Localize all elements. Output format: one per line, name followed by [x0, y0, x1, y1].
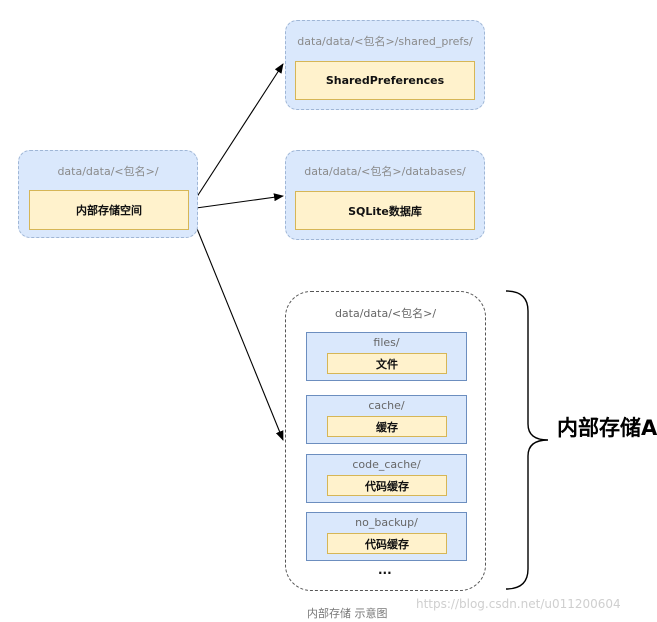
- files-node: 文件: [327, 353, 447, 374]
- cache-folder: cache/ 缓存: [306, 395, 467, 444]
- cache-node: 缓存: [327, 416, 447, 437]
- databases-group: data/data/<包名>/databases/ SQLite数据库: [285, 150, 485, 240]
- internal-storage-brace-label: 内部存储A: [557, 416, 657, 440]
- shared-prefs-group: data/data/<包名>/shared_prefs/ SharedPrefe…: [285, 20, 485, 110]
- shared-preferences-node: SharedPreferences: [295, 61, 475, 100]
- curly-brace: [505, 290, 549, 590]
- code-cache-folder: code_cache/ 代码缓存: [306, 454, 467, 503]
- databases-path-label: data/data/<包名>/databases/: [304, 165, 466, 178]
- root-path-label: data/data/<包名>/: [57, 165, 159, 178]
- no-backup-folder: no_backup/ 代码缓存: [306, 512, 467, 561]
- shared-prefs-path-label: data/data/<包名>/shared_prefs/: [297, 35, 473, 48]
- arrow-to-databases: [188, 193, 284, 210]
- code-cache-folder-label: code_cache/: [352, 458, 421, 471]
- arrow-to-shared-prefs: [188, 63, 284, 210]
- files-folder: files/ 文件: [306, 332, 467, 381]
- cache-folder-label: cache/: [368, 399, 405, 412]
- no-backup-node: 代码缓存: [327, 533, 447, 554]
- internal-storage-space-node: 内部存储空间: [29, 190, 189, 230]
- no-backup-folder-label: no_backup/: [355, 516, 418, 529]
- files-folder-label: files/: [373, 336, 400, 349]
- diagram-caption: 内部存储 示意图: [307, 607, 388, 620]
- code-cache-node: 代码缓存: [327, 475, 447, 496]
- source-watermark: https://blog.csdn.net/u011200604: [416, 597, 621, 611]
- sqlite-database-node: SQLite数据库: [295, 191, 475, 230]
- more-folders-ellipsis: ...: [378, 563, 392, 577]
- internal-storage-group: data/data/<包名>/ files/ 文件 cache/ 缓存 code…: [285, 291, 486, 591]
- internal-storage-path-label: data/data/<包名>/: [334, 307, 437, 320]
- root-storage-group: data/data/<包名>/ 内部存储空间: [18, 150, 198, 238]
- arrow-to-internal-storage: [188, 208, 284, 441]
